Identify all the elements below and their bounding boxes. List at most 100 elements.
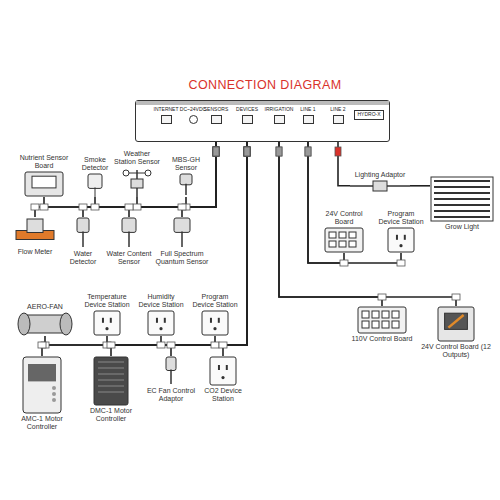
- device-icon: [387, 227, 415, 253]
- device-label: 24V Control Board (12 Outputs): [420, 343, 492, 359]
- bus-connector: [397, 260, 405, 266]
- bus-connector: [178, 204, 186, 210]
- model-tag: HYDRO-X: [354, 110, 383, 120]
- cable-connector: [107, 142, 247, 345]
- device-label: MBS-GH Sensor: [164, 156, 208, 172]
- cable-plug: [244, 147, 250, 156]
- device-icon: [147, 310, 175, 336]
- device-label: Program Device Station: [190, 293, 240, 309]
- bus-connector: [91, 204, 99, 210]
- device-icon: [209, 356, 237, 386]
- cable-connector: [95, 142, 216, 207]
- device-node: 24V Control Board (12 Outputs): [420, 306, 492, 360]
- device-label: EC Fan Control Adaptor: [146, 387, 196, 403]
- device-label: Program Device Station: [376, 210, 426, 226]
- rj-socket: [211, 115, 222, 124]
- cable-plug: [213, 147, 219, 156]
- device-node: Smoke Detector: [75, 155, 115, 197]
- port-label: LINE 2: [330, 107, 345, 113]
- device-icon: [172, 217, 192, 249]
- device-icon: [93, 310, 121, 336]
- cable-plug: [213, 147, 219, 156]
- rj-socket: [242, 115, 253, 124]
- rj-socket: [274, 115, 285, 124]
- device-label: 24V Control Board: [316, 210, 372, 226]
- device-node: 110V Control Board: [350, 306, 414, 344]
- device-node: MBS-GH Sensor: [164, 155, 208, 197]
- device-label: Water Detector: [62, 250, 104, 266]
- diagram-title: CONNECTION DIAGRAM: [130, 78, 400, 92]
- hub-port: SENSORS: [201, 107, 231, 124]
- cable-connector: [410, 185, 430, 187]
- bus-connector: [38, 342, 46, 348]
- device-label: Grow Light: [445, 223, 479, 231]
- port-label: SENSORS: [204, 107, 228, 113]
- device-node: Water Detector: [62, 217, 104, 267]
- device-icon: [24, 171, 64, 197]
- device-icon: [93, 356, 129, 406]
- hub-port: DEVICES: [232, 107, 262, 124]
- device-icon: [15, 217, 55, 247]
- device-icon: [178, 173, 194, 197]
- cable-plug: [213, 147, 219, 156]
- rj-socket: [161, 115, 172, 124]
- device-icon: [430, 176, 494, 222]
- hub-port: LINE 1: [293, 107, 323, 124]
- device-label: CO2 Device Station: [198, 387, 248, 403]
- hub-top-bar: [136, 101, 389, 105]
- device-label: Temperature Device Station: [82, 293, 132, 309]
- device-node: Program Device Station: [376, 209, 426, 253]
- device-label: AERO-FAN: [27, 303, 63, 311]
- cable-plug: [213, 147, 219, 156]
- cable-plug: [213, 147, 219, 156]
- bus-connector: [133, 204, 141, 210]
- device-icon: [437, 306, 475, 342]
- cable-connector: [45, 142, 247, 345]
- cable-plug: [244, 147, 250, 156]
- bus-connector: [452, 294, 460, 300]
- device-node: DMC-1 Motor Controller: [80, 356, 142, 424]
- cable-plug: [276, 147, 282, 156]
- device-node: EC Fan Control Adaptor: [146, 356, 196, 404]
- hub-port: INTERNET: [151, 107, 181, 124]
- device-label: Humidity Device Station: [136, 293, 186, 309]
- cable-plug: [244, 147, 250, 156]
- device-label: AMC-1 Motor Controller: [12, 415, 72, 431]
- cable-connector: [42, 142, 247, 356]
- rj-socket: [333, 115, 344, 124]
- cable-connector: [308, 142, 401, 263]
- cable-plug: [213, 147, 219, 156]
- hub-port: IRRIGATION: [264, 107, 294, 124]
- bus-connector: [107, 342, 115, 348]
- device-node: AMC-1 Motor Controller: [12, 356, 72, 432]
- cable-plug: [244, 147, 250, 156]
- cable-plug: [335, 147, 341, 156]
- port-label: DC~24VDC: [180, 107, 206, 113]
- cable-connector: [279, 142, 456, 306]
- bus-connector: [79, 204, 87, 210]
- rj-socket: [303, 115, 314, 124]
- cable-connector: [171, 142, 247, 356]
- bus-connector: [219, 342, 227, 348]
- device-node: AERO-FAN: [12, 302, 78, 336]
- port-label: IRRIGATION: [265, 107, 294, 113]
- device-label: Water Content Sensor: [106, 250, 152, 266]
- hub-port: HYDRO-X: [354, 107, 384, 120]
- cable-connector: [111, 142, 247, 356]
- device-label: Smoke Detector: [75, 156, 115, 172]
- device-icon: [324, 227, 364, 253]
- hub-port: LINE 2: [323, 107, 353, 124]
- port-label: INTERNET: [154, 107, 179, 113]
- device-icon: [201, 310, 229, 336]
- device-node: Flow Meter: [10, 217, 60, 257]
- bus-connector: [340, 260, 348, 266]
- cable-connector: [83, 142, 216, 217]
- device-node: 24V Control Board: [316, 209, 372, 253]
- device-label: Nutrient Sensor Board: [15, 154, 73, 170]
- cable-connector: [279, 142, 382, 306]
- cable-connector: [44, 142, 216, 207]
- device-icon: [350, 180, 410, 192]
- device-icon: [16, 312, 74, 336]
- bus-connector: [125, 204, 133, 210]
